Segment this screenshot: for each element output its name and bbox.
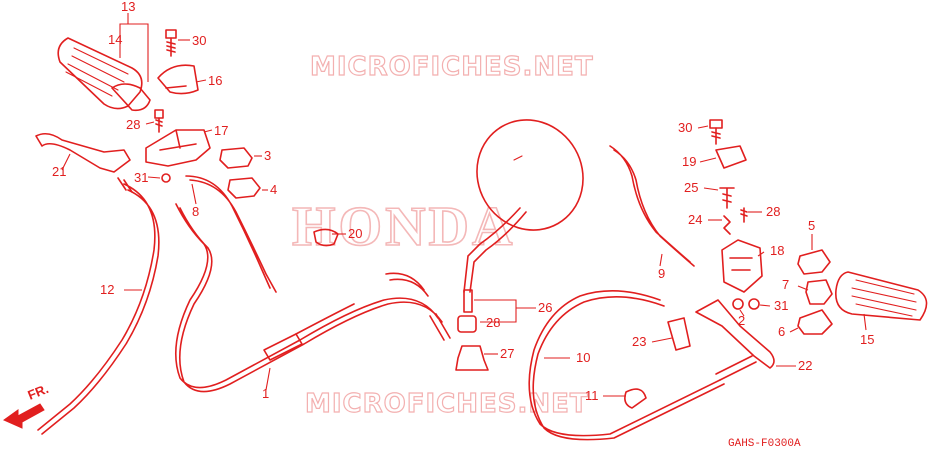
callout-9: 9 [658, 266, 665, 281]
callout-23: 23 [632, 334, 646, 349]
switch-6 [797, 309, 833, 335]
callout-18: 18 [770, 243, 784, 258]
switch-housing-18 [721, 239, 763, 293]
switch-cover [157, 64, 199, 95]
nut-31-left [161, 173, 171, 183]
callout-10: 10 [576, 350, 590, 365]
nut-31-right [748, 298, 760, 310]
callout-labels: 13 14 30 16 28 17 3 31 4 21 8 12 1 20 26… [52, 0, 874, 403]
callout-15: 15 [860, 332, 874, 347]
callout-13: 13 [121, 0, 135, 14]
front-brake-cable [37, 183, 160, 435]
callout-5: 5 [808, 218, 815, 233]
switch-3 [219, 147, 253, 169]
leader-lines [61, 13, 867, 397]
rear-brake-cable [528, 290, 725, 441]
callout-1: 1 [262, 386, 269, 401]
site-watermark-bottom: MICROFICHES.NET [305, 389, 589, 419]
callout-21: 21 [52, 164, 66, 179]
callout-4: 4 [270, 182, 277, 197]
callout-24: 24 [688, 212, 702, 227]
callout-16: 16 [208, 73, 222, 88]
switch-harness [185, 175, 277, 293]
switch-4 [227, 177, 261, 199]
bracket-23 [667, 317, 691, 351]
callout-19: 19 [682, 154, 696, 169]
brand-watermark: HONDA [292, 196, 515, 258]
callout-6: 6 [778, 324, 785, 339]
callout-12: 12 [100, 282, 114, 297]
rubber-boot-27 [455, 345, 489, 371]
callout-26: 26 [538, 300, 552, 315]
cap-20 [313, 228, 339, 247]
callout-30-right: 30 [678, 120, 692, 135]
switch-7 [805, 279, 833, 305]
switch-5 [797, 249, 831, 275]
callout-29: 28 [486, 315, 500, 330]
cable-clamp-11 [624, 388, 647, 409]
left-brake-lever [35, 132, 131, 173]
callout-8: 8 [192, 204, 199, 219]
callout-17: 17 [214, 123, 228, 138]
front-direction-arrow: FR. [2, 381, 51, 429]
callout-25: 25 [684, 180, 698, 195]
diagram-code: GAHS-F0300A [728, 438, 801, 450]
callout-28-right: 28 [766, 204, 780, 219]
callout-22: 22 [798, 358, 812, 373]
callout-20: 20 [348, 226, 362, 241]
callout-7: 7 [782, 277, 789, 292]
right-brake-lever [695, 299, 775, 369]
clamp-19 [715, 145, 747, 169]
callout-28-left: 28 [126, 117, 140, 132]
throttle-cable [175, 203, 443, 393]
callout-11: 11 [585, 388, 599, 403]
rearview-mirror [463, 119, 584, 313]
lever-bracket-left [145, 129, 211, 167]
callout-2: 2 [738, 313, 745, 328]
direction-label: FR. [26, 381, 51, 403]
screw-30-right [709, 119, 723, 145]
callout-31-left: 31 [134, 170, 148, 185]
nut-29 [457, 315, 477, 333]
left-grip [57, 37, 151, 112]
callout-3: 3 [264, 148, 271, 163]
site-watermark-top: MICROFICHES.NET [310, 52, 594, 82]
clutch-switch-wire [609, 145, 695, 267]
screw-30-left [165, 29, 177, 57]
screw-28-right [740, 207, 748, 223]
nut-2 [732, 298, 744, 310]
screw-28-left [154, 109, 164, 133]
spring-24 [723, 215, 731, 235]
callout-31-right: 31 [774, 298, 788, 313]
bolt-25 [719, 187, 735, 209]
right-grip [835, 271, 928, 321]
callout-27: 27 [500, 346, 514, 361]
callout-30-left: 30 [192, 33, 206, 48]
callout-14: 14 [108, 32, 122, 47]
